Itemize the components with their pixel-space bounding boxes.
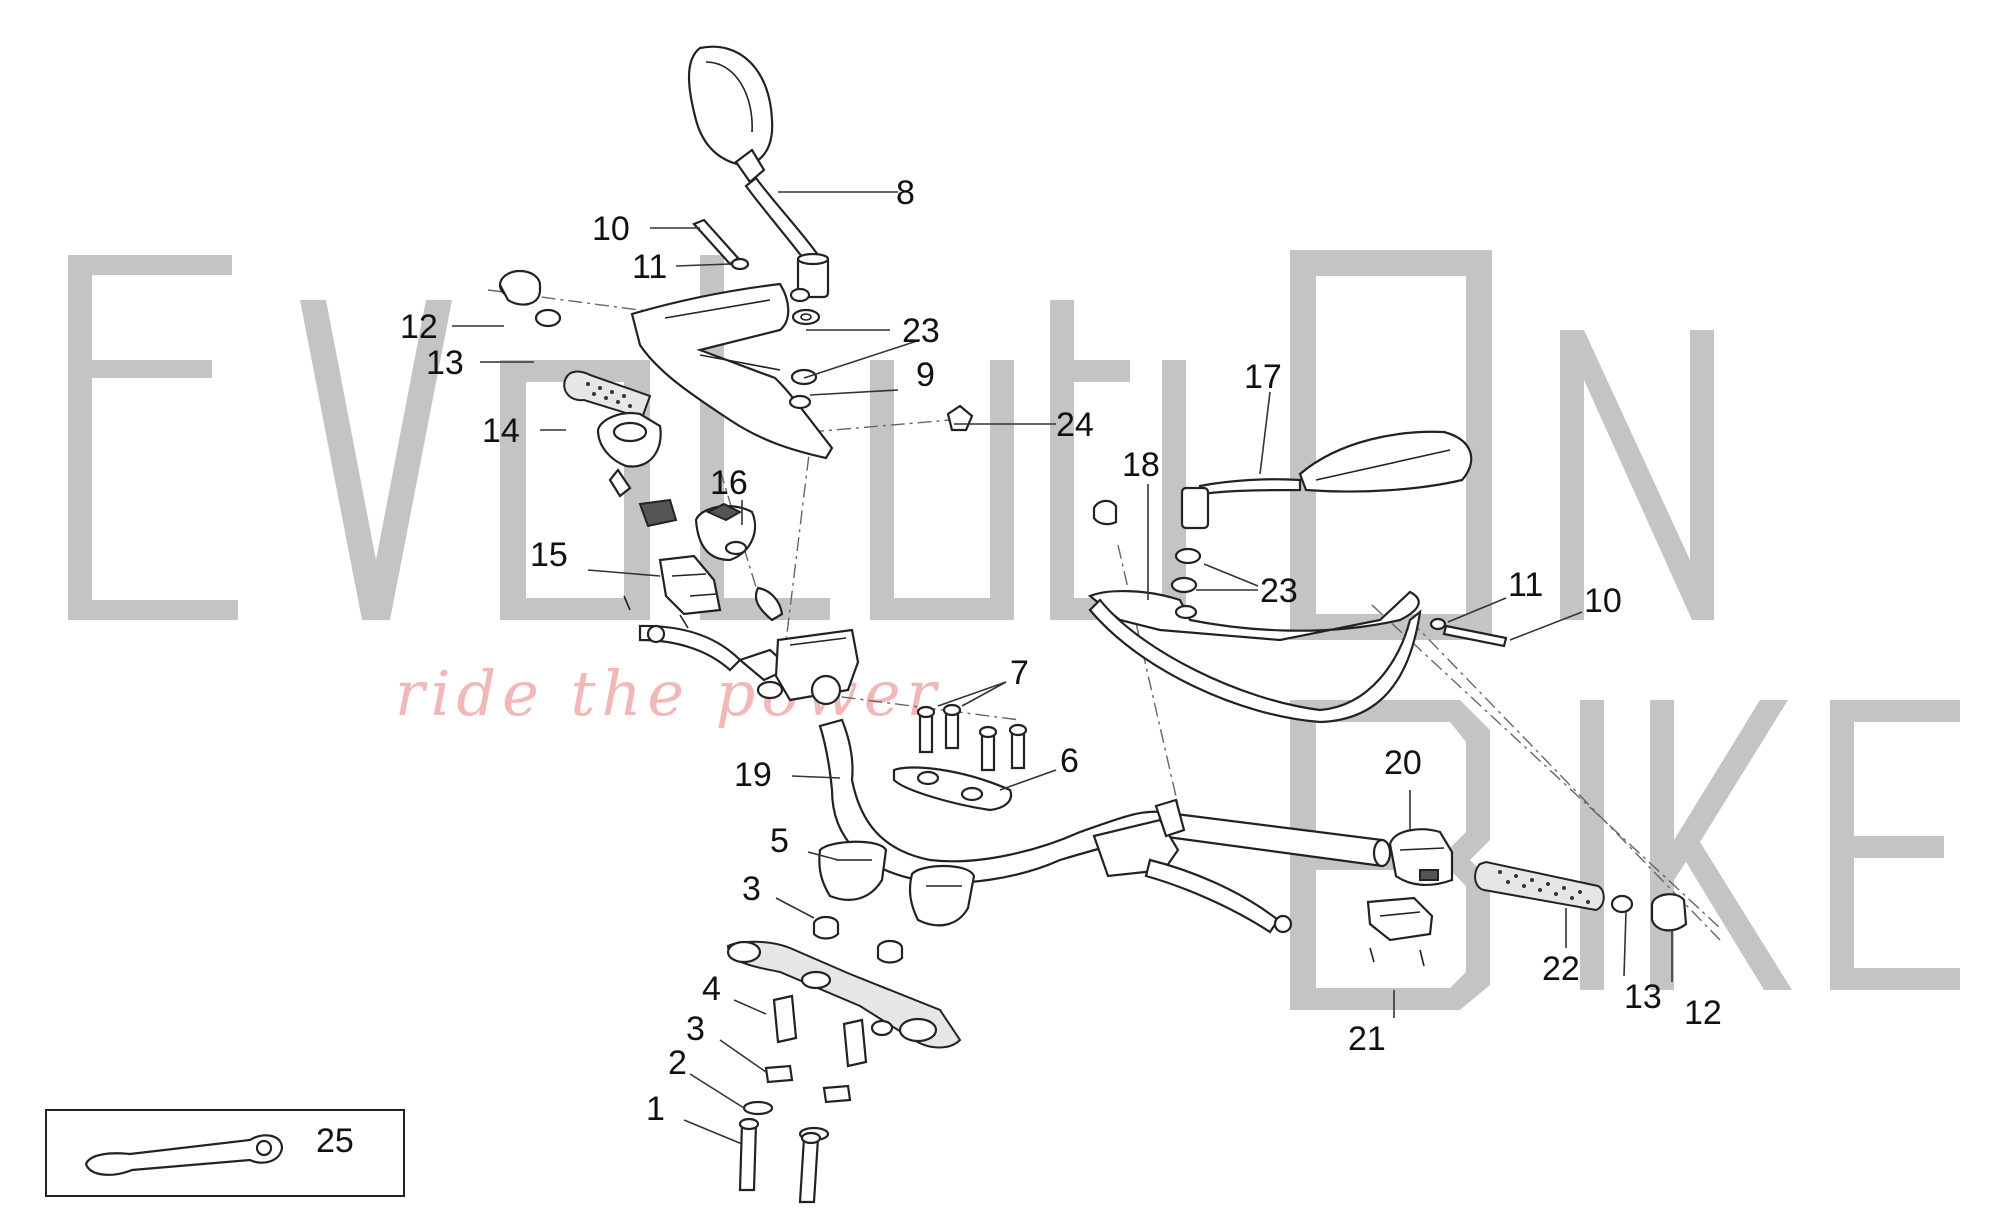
callout-3-lower: 3 (686, 1010, 705, 1048)
callout-11-right: 11 (1508, 566, 1543, 604)
left-guard-bolt (692, 218, 750, 271)
callout-3-upper: 3 (742, 870, 761, 908)
rubber-bushings (812, 915, 904, 964)
left-lever-assembly (638, 586, 860, 706)
callout-12-right: 12 (1684, 994, 1722, 1032)
callout-15: 15 (530, 536, 568, 574)
left-hand-guard (630, 282, 834, 460)
callout-21: 21 (1348, 1020, 1386, 1058)
callout-13-left: 13 (426, 344, 464, 382)
left-mirror-washers (790, 308, 821, 386)
callout-1: 1 (646, 1090, 665, 1128)
callout-8: 8 (896, 174, 915, 212)
callout-10-right: 10 (1584, 582, 1622, 620)
leader-lines (452, 191, 1673, 1145)
callout-20: 20 (1384, 744, 1422, 782)
callout-10-left: 10 (592, 210, 630, 248)
right-lever-assembly (1092, 798, 1293, 934)
right-bar-end-weight (1610, 893, 1688, 932)
left-bar-end-weight (498, 269, 562, 328)
callout-11-left: 11 (632, 248, 667, 286)
right-grip (1474, 860, 1605, 912)
right-switch-housing (1388, 828, 1454, 886)
tool-box (45, 1109, 405, 1197)
watermark-tagline: ride the power (395, 657, 942, 730)
callout-18: 18 (1122, 446, 1160, 484)
callout-22: 22 (1542, 950, 1580, 988)
callout-24: 24 (1056, 406, 1094, 444)
callout-6: 6 (1060, 742, 1079, 780)
callout-12-left: 12 (400, 308, 438, 346)
top-triple-clamp (726, 940, 962, 1049)
callout-23-right: 23 (1260, 572, 1298, 610)
right-hand-guard (1087, 589, 1422, 724)
callout-7: 7 (1010, 654, 1029, 692)
left-switch-bracket (623, 554, 722, 629)
watermark-brand-top (68, 250, 1714, 640)
left-grip-texture (586, 382, 632, 408)
callout-2: 2 (668, 1044, 687, 1082)
left-switch-housing (638, 498, 757, 562)
callout-labels: 8 10 11 12 13 14 23 9 24 16 15 17 18 23 … (316, 174, 1722, 1160)
clamp-bolts (916, 703, 1028, 772)
right-mirror (1180, 430, 1473, 530)
callout-5: 5 (770, 822, 789, 860)
right-switch-bracket (1366, 896, 1434, 967)
callout-25: 25 (316, 1122, 354, 1160)
callout-13-right: 13 (1624, 978, 1662, 1016)
handlebar-risers (818, 840, 976, 927)
right-mirror-washers (1170, 547, 1202, 594)
callout-14: 14 (482, 412, 520, 450)
callout-17: 17 (1244, 358, 1282, 396)
callout-19: 19 (734, 756, 772, 794)
callout-16: 16 (710, 464, 748, 502)
callout-9: 9 (916, 356, 935, 394)
callout-23-left: 23 (902, 312, 940, 350)
left-mirror (687, 45, 830, 299)
lower-fasteners (738, 1064, 852, 1204)
right-grip-texture (1498, 870, 1590, 904)
right-guard-bolt (1429, 617, 1508, 648)
callout-4: 4 (702, 970, 721, 1008)
spacers (772, 994, 868, 1068)
upper-clamp (892, 766, 1013, 812)
left-grip (563, 370, 662, 498)
